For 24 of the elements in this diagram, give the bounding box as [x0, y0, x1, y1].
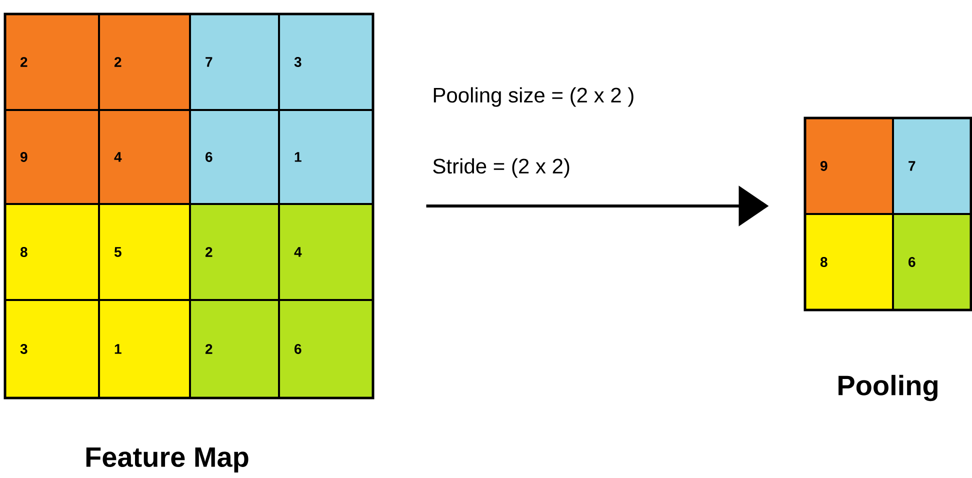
grid-cell: 2 — [189, 203, 280, 301]
parameter-label: Stride = (2 x 2) — [433, 158, 570, 178]
grid-cell: 9 — [4, 109, 100, 205]
grid-caption: Pooling — [838, 374, 938, 402]
parameter-label: Pooling size = (2 x 2 ) — [434, 87, 634, 107]
grid-cell: 1 — [278, 109, 374, 205]
grid-cell: 5 — [98, 203, 191, 301]
grid-cell: 8 — [4, 203, 100, 301]
grid-cell: 2 — [4, 13, 100, 111]
grid-cell: 2 — [98, 13, 191, 111]
grid-cell: 7 — [189, 13, 280, 111]
grid-caption: Feature Map — [86, 447, 248, 473]
grid-cell: 6 — [278, 299, 374, 399]
grid-cell: 3 — [4, 299, 100, 399]
grid-cell: 6 — [189, 109, 280, 205]
grid-cell: 9 — [804, 117, 894, 215]
grid-cell: 6 — [892, 213, 972, 311]
grid-cell: 4 — [98, 109, 191, 205]
grid-cell: 4 — [278, 203, 374, 301]
grid-cell: 2 — [189, 299, 280, 399]
grid-cell: 3 — [278, 13, 374, 111]
grid-cell: 1 — [98, 299, 191, 399]
grid-cell: 7 — [892, 117, 972, 215]
grid-cell: 8 — [804, 213, 894, 311]
